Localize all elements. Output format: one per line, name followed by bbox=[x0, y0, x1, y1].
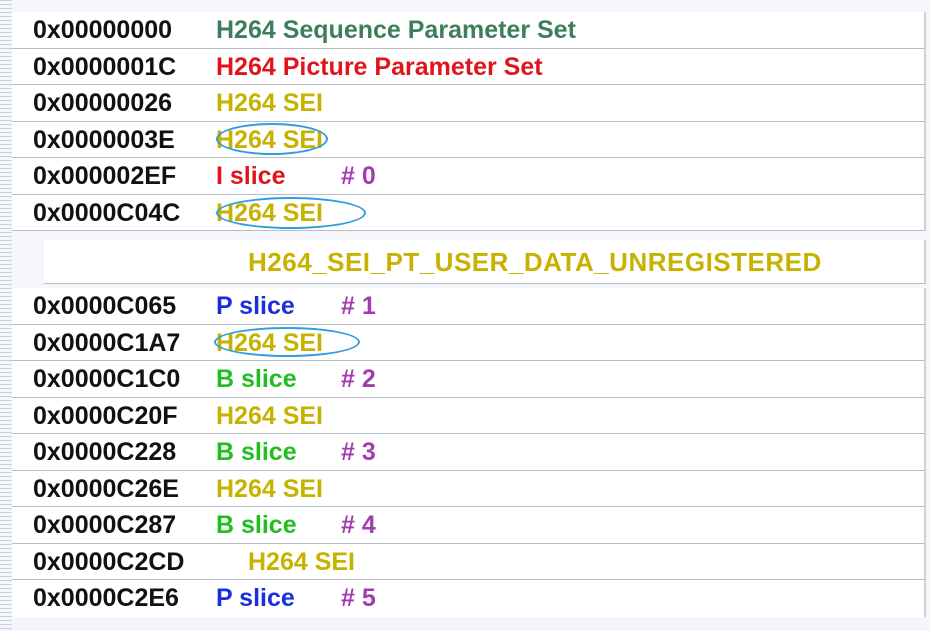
nal-type: B slice bbox=[216, 438, 297, 466]
nal-row[interactable]: 0x0000001C H264 Picture Parameter Set bbox=[12, 49, 924, 85]
nal-type: H264 SEI bbox=[248, 547, 356, 576]
nal-offset: 0x0000C2E6 bbox=[33, 584, 179, 612]
slice-number: # 4 bbox=[341, 511, 376, 539]
nal-row[interactable]: 0x0000C1A7 H264 SEI bbox=[12, 325, 924, 361]
nal-offset: 0x0000C20F bbox=[33, 401, 178, 430]
nal-row[interactable]: 0x0000C065 P slice # 1 bbox=[12, 288, 924, 325]
slice-number: # 0 bbox=[341, 162, 376, 190]
nal-offset: 0x0000C2CD bbox=[33, 547, 185, 576]
nal-row[interactable]: 0x0000C2CD H264 SEI bbox=[12, 544, 924, 580]
nal-offset: 0x0000001C bbox=[33, 52, 177, 81]
nal-row[interactable]: 0x00000000 H264 Sequence Parameter Set bbox=[12, 12, 924, 49]
nal-row[interactable]: 0x0000003E H264 SEI bbox=[12, 122, 924, 158]
nal-type: B slice bbox=[216, 365, 297, 393]
slice-number: # 5 bbox=[341, 584, 376, 612]
nal-type: H264 SEI bbox=[216, 401, 324, 430]
nal-type: P slice bbox=[216, 584, 295, 612]
nal-row[interactable]: 0x00000026 H264 SEI bbox=[12, 85, 924, 122]
highlight-ellipse bbox=[216, 122, 328, 155]
nal-type: B slice bbox=[216, 511, 297, 539]
nal-offset: 0x0000C04C bbox=[33, 198, 181, 227]
nal-list-bottom: 0x0000C065 P slice # 1 0x0000C1A7 H264 S… bbox=[12, 288, 926, 617]
nal-type: P slice bbox=[216, 292, 295, 320]
nal-offset: 0x0000C228 bbox=[33, 438, 177, 466]
nal-offset: 0x000002EF bbox=[33, 162, 177, 190]
nal-type: I slice bbox=[216, 162, 286, 190]
nal-row[interactable]: 0x0000C228 B slice # 3 bbox=[12, 434, 924, 471]
nal-list-top: 0x00000000 H264 Sequence Parameter Set 0… bbox=[12, 12, 926, 231]
nal-offset: 0x0000C287 bbox=[33, 511, 177, 539]
highlight-ellipse bbox=[216, 196, 366, 229]
nal-row[interactable]: 0x000002EF I slice # 0 bbox=[12, 158, 924, 195]
nal-type: H264 Sequence Parameter Set bbox=[216, 16, 576, 44]
sei-payload-type: H264_SEI_PT_USER_DATA_UNREGISTERED bbox=[248, 247, 822, 277]
nal-type: H264 SEI bbox=[216, 474, 324, 503]
nal-offset: 0x0000C1C0 bbox=[33, 365, 181, 393]
nal-type: H264 SEI bbox=[216, 89, 324, 117]
slice-number: # 2 bbox=[341, 365, 376, 393]
nal-row[interactable]: 0x0000C2E6 P slice # 5 bbox=[12, 580, 924, 617]
nal-type: H264 Picture Parameter Set bbox=[216, 52, 543, 81]
nal-offset: 0x00000026 bbox=[33, 89, 173, 117]
nal-row[interactable]: 0x0000C287 B slice # 4 bbox=[12, 507, 924, 544]
sei-payload-type-row[interactable]: H264_SEI_PT_USER_DATA_UNREGISTERED bbox=[44, 240, 926, 284]
nal-row[interactable]: 0x0000C26E H264 SEI bbox=[12, 471, 924, 507]
nal-offset: 0x0000C065 bbox=[33, 292, 177, 320]
nal-offset: 0x0000C1A7 bbox=[33, 328, 181, 357]
nal-row[interactable]: 0x0000C20F H264 SEI bbox=[12, 398, 924, 434]
nal-row[interactable]: 0x0000C1C0 B slice # 2 bbox=[12, 361, 924, 398]
nal-row[interactable]: 0x0000C04C H264 SEI bbox=[12, 195, 924, 231]
highlight-ellipse bbox=[214, 326, 360, 357]
slice-number: # 3 bbox=[341, 438, 376, 466]
nal-offset: 0x0000C26E bbox=[33, 474, 179, 503]
nal-offset: 0x00000000 bbox=[33, 16, 173, 44]
nal-offset: 0x0000003E bbox=[33, 125, 175, 154]
slice-number: # 1 bbox=[341, 292, 376, 320]
